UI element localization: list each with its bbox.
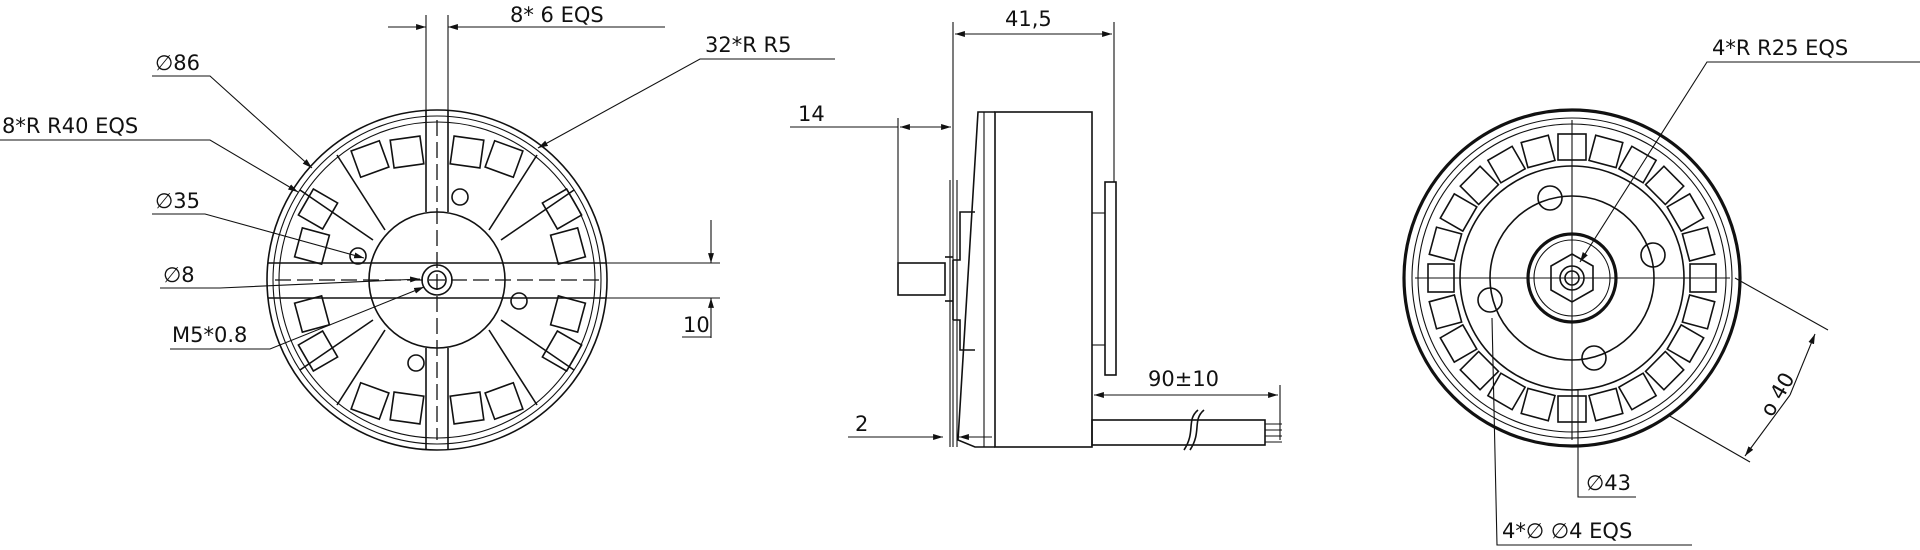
label-slot-width: 8* 6 EQS [510, 3, 604, 27]
label-thread: M5*0.8 [172, 323, 247, 347]
label-mount-holes: 4*∅ ∅4 EQS [1502, 519, 1632, 543]
motor-body [994, 111, 1093, 448]
shaft [897, 262, 946, 296]
label-flange-thickness: 2 [855, 412, 868, 436]
label-outer-diameter: ∅86 [155, 51, 200, 75]
rear-stator-teeth [1427, 133, 1717, 423]
cable [1091, 419, 1266, 446]
label-overall-length: 41,5 [1005, 7, 1052, 31]
label-hole-spacing: o 40 [1756, 368, 1800, 420]
label-shaft-length: 14 [798, 102, 825, 126]
front-view: 8* 6 EQS 32*R R5 ∅86 8*R R40 EQS ∅35 ∅8 … [0, 3, 835, 451]
outer-ring [266, 109, 608, 451]
label-mount-radius: 4*R R25 EQS [1712, 36, 1848, 60]
label-fillet: 32*R R5 [705, 33, 791, 57]
label-hub-diameter: ∅35 [155, 189, 200, 213]
rear-view: 4*R R25 EQS o 40 ∅43 4*∅ ∅4 EQS [1402, 36, 1920, 546]
side-view: 41,5 14 2 90±10 [790, 7, 1282, 451]
label-rib-radius: 8*R R40 EQS [2, 114, 138, 138]
label-slot-height: 10 [683, 313, 710, 337]
stator-teeth [293, 135, 587, 425]
label-bolt-circle: ∅43 [1586, 471, 1631, 495]
rear-plate [1104, 181, 1117, 376]
label-shaft-diameter: ∅8 [163, 263, 195, 287]
label-cable-length: 90±10 [1148, 367, 1219, 391]
rear-outer-ring [1402, 108, 1742, 448]
